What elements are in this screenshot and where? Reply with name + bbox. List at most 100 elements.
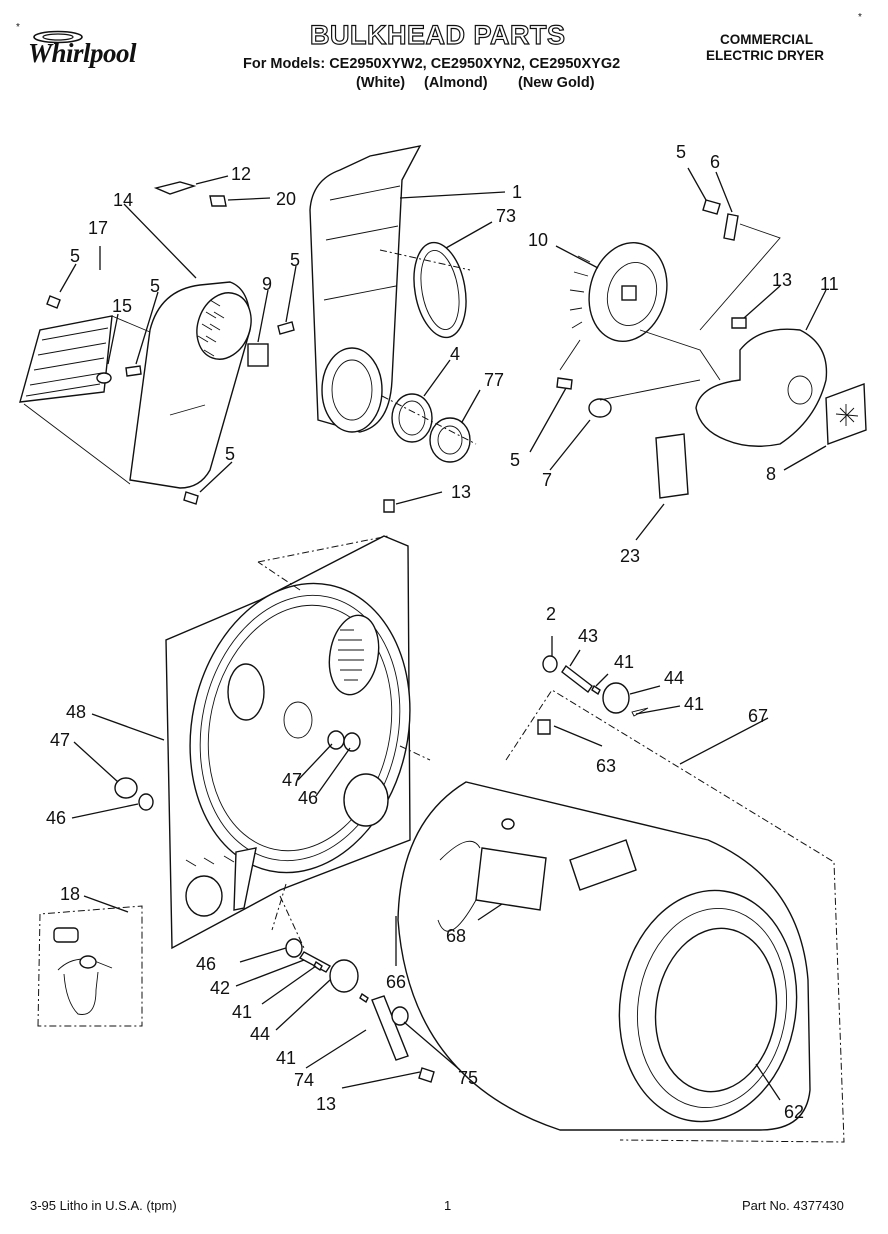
screw-63: [537, 719, 551, 735]
callout-8: 8: [766, 464, 776, 484]
callout-41d: 41: [276, 1048, 296, 1068]
callout-7: 7: [542, 470, 552, 490]
rear-bulkhead-lower-port: [343, 773, 389, 827]
blower-wheel-shaft: [621, 285, 637, 301]
callout-77: 77: [484, 370, 504, 390]
rear-bulkhead-left-port: [185, 875, 223, 917]
category-line1: COMMERCIAL: [720, 32, 813, 47]
upper-left-leaders: [59, 175, 297, 493]
upper-center-guides: [379, 249, 477, 445]
callout-10: 10: [528, 230, 548, 250]
bulkhead-duct-opening-inner: [331, 359, 373, 421]
callout-2: 2: [546, 604, 556, 624]
rear-bulkhead-drum-ring-inner2: [207, 604, 393, 852]
clip-41b: [631, 707, 649, 717]
screw-5a: [46, 295, 61, 309]
seal-73-inner: [420, 250, 460, 330]
rear-bulkhead-hub: [283, 701, 313, 739]
callout-15: 15: [112, 296, 132, 316]
variant-new-gold: (New Gold): [518, 75, 595, 91]
seal-73: [413, 241, 467, 339]
screw-13c: [418, 1067, 435, 1083]
callout-14: 14: [113, 190, 133, 210]
axle-43: [561, 664, 593, 694]
callout-41b: 41: [684, 694, 704, 714]
corner-mark-left: *: [16, 22, 20, 33]
callout-42: 42: [210, 978, 230, 998]
lint-grille-edge: [25, 383, 101, 397]
middle-guides: [257, 535, 431, 761]
bulkhead-duct-opening: [321, 347, 383, 433]
callout-4: 4: [450, 344, 460, 364]
variant-almond: (Almond): [424, 75, 488, 91]
screw-5c: [277, 321, 295, 335]
callout-74: 74: [294, 1070, 314, 1090]
callout-46b: 46: [298, 788, 318, 808]
callout-11: 11: [820, 274, 839, 294]
clip-41c: [313, 960, 323, 972]
callout-68: 68: [446, 926, 466, 946]
callout-73: 73: [496, 206, 516, 226]
callout-66: 66: [386, 972, 406, 992]
pulley-75: [391, 1006, 409, 1026]
upper-center-leaders: [399, 191, 506, 423]
callout-1: 1: [512, 182, 522, 202]
rear-bulkhead-vent-holes: [338, 629, 364, 681]
bulkhead-upper-assembly: [309, 145, 506, 463]
screw-5f: [556, 377, 573, 390]
callout-5d: 5: [225, 444, 235, 464]
lower-right-leaders: [235, 636, 781, 1101]
blower-wheel-vanes: [569, 255, 591, 329]
duct-23: [655, 433, 689, 499]
blower-housing-11: [695, 328, 828, 447]
callout-43: 43: [578, 626, 598, 646]
callout-63: 63: [596, 756, 616, 776]
callout-62: 62: [784, 1102, 804, 1122]
drum-baffle-top: [569, 839, 637, 891]
callout-labels: 12 20 14 17 5 15 5 9 5 5 1 73 4 77 5 6 1…: [46, 142, 839, 1122]
seal-77: [429, 417, 471, 463]
harness-clip: [79, 955, 97, 969]
rear-bulkhead-bracket: [233, 847, 257, 911]
rear-bulkhead-assembly: [71, 491, 443, 950]
variant-white: (White): [356, 75, 406, 91]
thermistor-7: [588, 398, 612, 418]
roller-44b: [329, 959, 359, 993]
category-line2: ELECTRIC DRYER: [706, 48, 825, 63]
harness-kit-box-18: [37, 905, 143, 1027]
lint-grille-mesh: [29, 327, 109, 386]
axle-42: [298, 951, 332, 973]
rear-bulkhead-port: [227, 663, 265, 721]
upper-right-leaders: [529, 167, 827, 541]
clip-15: [96, 372, 112, 384]
thermostat-12: [153, 181, 197, 195]
clip-41a: [591, 684, 601, 696]
callout-41a: 41: [614, 652, 634, 672]
bracket-9: [247, 343, 269, 367]
callout-47a: 47: [50, 730, 70, 750]
drum-seal-62: [654, 927, 778, 1093]
drum-fitting: [501, 818, 515, 830]
washer-2: [542, 655, 558, 673]
bearing-47a: [114, 777, 138, 799]
callout-13c: 13: [316, 1094, 336, 1114]
callout-5f: 5: [510, 450, 520, 470]
callout-75: 75: [458, 1068, 478, 1088]
callout-6: 6: [710, 152, 720, 172]
whirlpool-swirl-icon: [33, 30, 83, 44]
screw-13b: [383, 499, 395, 513]
drum-baffle-outline: [437, 840, 481, 932]
harness-kit-assembly: [37, 895, 143, 1027]
lint-housing-slot: [169, 404, 206, 416]
lint-screen-holes: [197, 299, 225, 357]
callout-17: 17: [88, 218, 108, 238]
screw-5e: [702, 199, 721, 215]
drum-outline-67: [505, 689, 845, 1143]
blower-housing-port: [787, 375, 813, 405]
label-8-burst-icon: [835, 404, 859, 426]
models-line: For Models: CE2950XYW2, CE2950XYN2, CE29…: [243, 56, 621, 72]
middle-leaders: [71, 491, 443, 819]
lower-guides: [271, 883, 305, 949]
callout-9: 9: [262, 274, 272, 294]
screw-5b: [125, 365, 142, 377]
